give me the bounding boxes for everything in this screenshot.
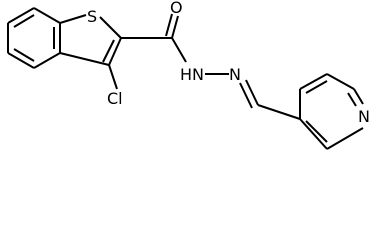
imine-double-bond: [239, 79, 259, 109]
hydrazide-nh-label: HN: [180, 65, 204, 84]
pyridine-ring: [299, 73, 364, 150]
methine-pyridine-bond: [257, 104, 301, 120]
carbonyl-double-bond: [165, 13, 179, 39]
benzene-ring: [7, 7, 61, 69]
oxygen-atom-label: O: [170, 0, 183, 17]
chemical-structure-diagram: S O Cl HN N N: [7, 0, 370, 150]
chlorine-atom-label: Cl: [107, 89, 123, 108]
thiophene-ring: [59, 14, 122, 66]
pyridine-nitrogen-label: N: [358, 107, 370, 126]
chloro-bond: [108, 64, 118, 90]
sulfur-atom-label: S: [87, 7, 97, 26]
imine-nitrogen-label: N: [229, 65, 241, 84]
amide-bond: [171, 37, 187, 63]
